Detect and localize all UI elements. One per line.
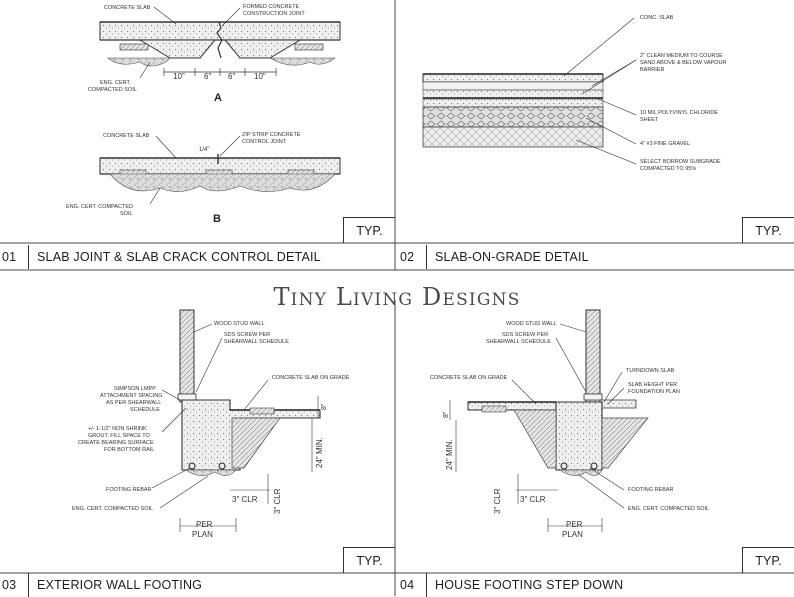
dim-6-right: 6" [228, 72, 235, 81]
label-slab-height-1: SLAB HEIGHT PER [628, 382, 677, 388]
label-subgrade-2: COMPACTED TO 95% [640, 166, 696, 172]
typ-label-01: TYP. [343, 217, 395, 243]
dim-quarter-inch: 1/4" [199, 147, 209, 153]
detail-number: 03 [2, 578, 17, 592]
dim-plan: PLAN [562, 530, 583, 539]
label-sand-3: BARRIER [640, 67, 664, 73]
dim-plan: PLAN [192, 530, 213, 539]
label-subgrade-1: SELECT BORROW SUBGRADE [640, 159, 721, 165]
label-grout-4: FOR BOTTOM RAIL [104, 447, 154, 453]
title-divider [426, 573, 427, 597]
label-slab-on-grade: CONCRETE SLAB ON GRADE [272, 375, 350, 381]
section-label-a: A [214, 92, 222, 104]
label-sand-2: SAND ABOVE & BELOW VAPOUR [640, 60, 726, 66]
title-divider [426, 244, 427, 269]
label-soil-a-2: COMPACTED SOIL [88, 87, 137, 93]
detail-panel-01: CONCRETE SLAB FORMED CONCRETE CONSTRUCTI… [0, 0, 395, 270]
dim-per: PER [196, 520, 213, 529]
label-simpson-3: AS PER SHEARWALL [106, 400, 161, 406]
title-bar-02: 02 SLAB-ON-GRADE DETAIL [400, 244, 790, 269]
label-concrete-slab-a: CONCRETE SLAB [104, 5, 151, 11]
label-wood-stud-wall: WOOD STUD WALL [506, 321, 557, 327]
label-slab-on-grade: CONCRETE SLAB ON GRADE [430, 375, 508, 381]
watermark-brand: Tiny Living Designs [273, 283, 521, 311]
label-sds-2: SHEARWALL SCHEDULE [486, 339, 551, 345]
detail-number: 02 [400, 249, 415, 264]
detail-number: 01 [2, 249, 17, 264]
dim-3-clr-vertical: 3" CLR [493, 488, 502, 514]
dim-10-right: 10" [254, 72, 266, 81]
dim-8-inch: 8" [321, 403, 328, 410]
label-sds-2: SHEARWALL SCHEDULE [224, 339, 289, 345]
typ-label-03: TYP. [343, 547, 395, 573]
detail-panel-02: CONC. SLAB 2" CLEAN MEDIUM TO COURSE SAN… [396, 0, 794, 270]
detail-panel-03: WOOD STUD WALL SDS SCREW PER SHEARWALL S… [0, 300, 395, 596]
dim-10-left: 10" [173, 72, 185, 81]
section-label-b: B [213, 213, 221, 225]
label-poly-2: SHEET [640, 117, 659, 123]
detail-panel-04: WOOD STUD WALL SDS SCREW PER SHEARWALL S… [396, 300, 794, 596]
label-slab-height-2: FOUNDATION PLAN [628, 389, 680, 395]
label-soil-a-1: ENG. CERT. [100, 80, 131, 86]
title-divider [28, 573, 29, 597]
label-sand-1: 2" CLEAN MEDIUM TO COURSE [640, 53, 723, 59]
label-sds-1: SDS SCREW PER [224, 332, 270, 338]
title-bar-04: 04 HOUSE FOOTING STEP DOWN [400, 573, 790, 597]
house-footing-step-down-drawing: WOOD STUD WALL SDS SCREW PER SHEARWALL S… [430, 309, 709, 539]
label-formed-joint-2: CONSTRUCTION JOINT [243, 11, 305, 17]
label-simpson-1: SIMPSON LMPP [114, 386, 156, 392]
dim-per: PER [566, 520, 583, 529]
slab-joint-drawing: CONCRETE SLAB FORMED CONCRETE CONSTRUCTI… [66, 4, 341, 225]
label-footing-rebar: FOOTING REBAR [106, 487, 152, 493]
label-wood-stud-wall: WOOD STUD WALL [214, 321, 265, 327]
label-conc-slab: CONC. SLAB [640, 15, 674, 21]
label-simpson-2: ATTACHMENT SPACING [100, 393, 163, 399]
label-sds-1: SDS SCREW PER [502, 332, 548, 338]
dim-8-inch: 8" [443, 411, 450, 418]
title-divider [28, 244, 29, 269]
dim-3-clr-vertical: 3" CLR [273, 488, 282, 514]
typ-label-02: TYP. [742, 217, 794, 243]
detail-title: HOUSE FOOTING STEP DOWN [435, 578, 624, 592]
dim-24-min: 24" MIN. [315, 437, 324, 468]
label-soil-b-1: ENG. CERT. COMPACTED [66, 204, 133, 210]
label-concrete-slab-b: CONCRETE SLAB [103, 133, 150, 139]
label-zip-strip-1: ZIP STRIP CONCRETE [242, 132, 301, 138]
title-bar-01: 01 SLAB JOINT & SLAB CRACK CONTROL DETAI… [2, 244, 392, 269]
label-formed-joint-1: FORMED CONCRETE [243, 4, 300, 10]
label-grout-2: GROUT. FILL SPACE TO [88, 433, 151, 439]
label-zip-strip-2: CONTROL JOINT [242, 139, 287, 145]
dim-6-left: 6" [204, 72, 211, 81]
title-bar-03: 03 EXTERIOR WALL FOOTING [2, 573, 392, 597]
label-footing-rebar: FOOTING REBAR [628, 487, 674, 493]
typ-label-04: TYP. [742, 547, 794, 573]
label-gravel: 4" #3 FINE GRAVEL [640, 141, 690, 147]
label-compacted-soil: ENG. CERT. COMPACTED SOIL [628, 506, 709, 512]
dim-24-min: 24" MIN. [445, 439, 454, 470]
label-grout-1: +/- 1-1/2" NON SHRINK [88, 426, 147, 432]
label-simpson-4: SCHEDULE [130, 407, 160, 413]
detail-title: EXTERIOR WALL FOOTING [37, 578, 203, 592]
detail-title: SLAB JOINT & SLAB CRACK CONTROL DETAIL [37, 249, 321, 264]
exterior-wall-footing-drawing: WOOD STUD WALL SDS SCREW PER SHEARWALL S… [72, 309, 350, 539]
dim-3-clr: 3" CLR [232, 495, 258, 504]
label-poly-1: 10 MIL POLYVINYL CHLORIDE [640, 110, 718, 116]
label-grout-3: CREATE BEARING SURFACE [78, 440, 154, 446]
detail-number: 04 [400, 578, 415, 592]
label-compacted-soil: ENG. CERT. COMPACTED SOIL [72, 506, 153, 512]
detail-title: SLAB-ON-GRADE DETAIL [435, 249, 589, 264]
label-turndown-slab: TURNDOWN SLAB [626, 368, 675, 374]
dim-3-clr: 3" CLR [520, 495, 546, 504]
label-soil-b-2: SOIL [120, 211, 133, 217]
slab-on-grade-drawing: CONC. SLAB 2" CLEAN MEDIUM TO COURSE SAN… [422, 15, 726, 172]
